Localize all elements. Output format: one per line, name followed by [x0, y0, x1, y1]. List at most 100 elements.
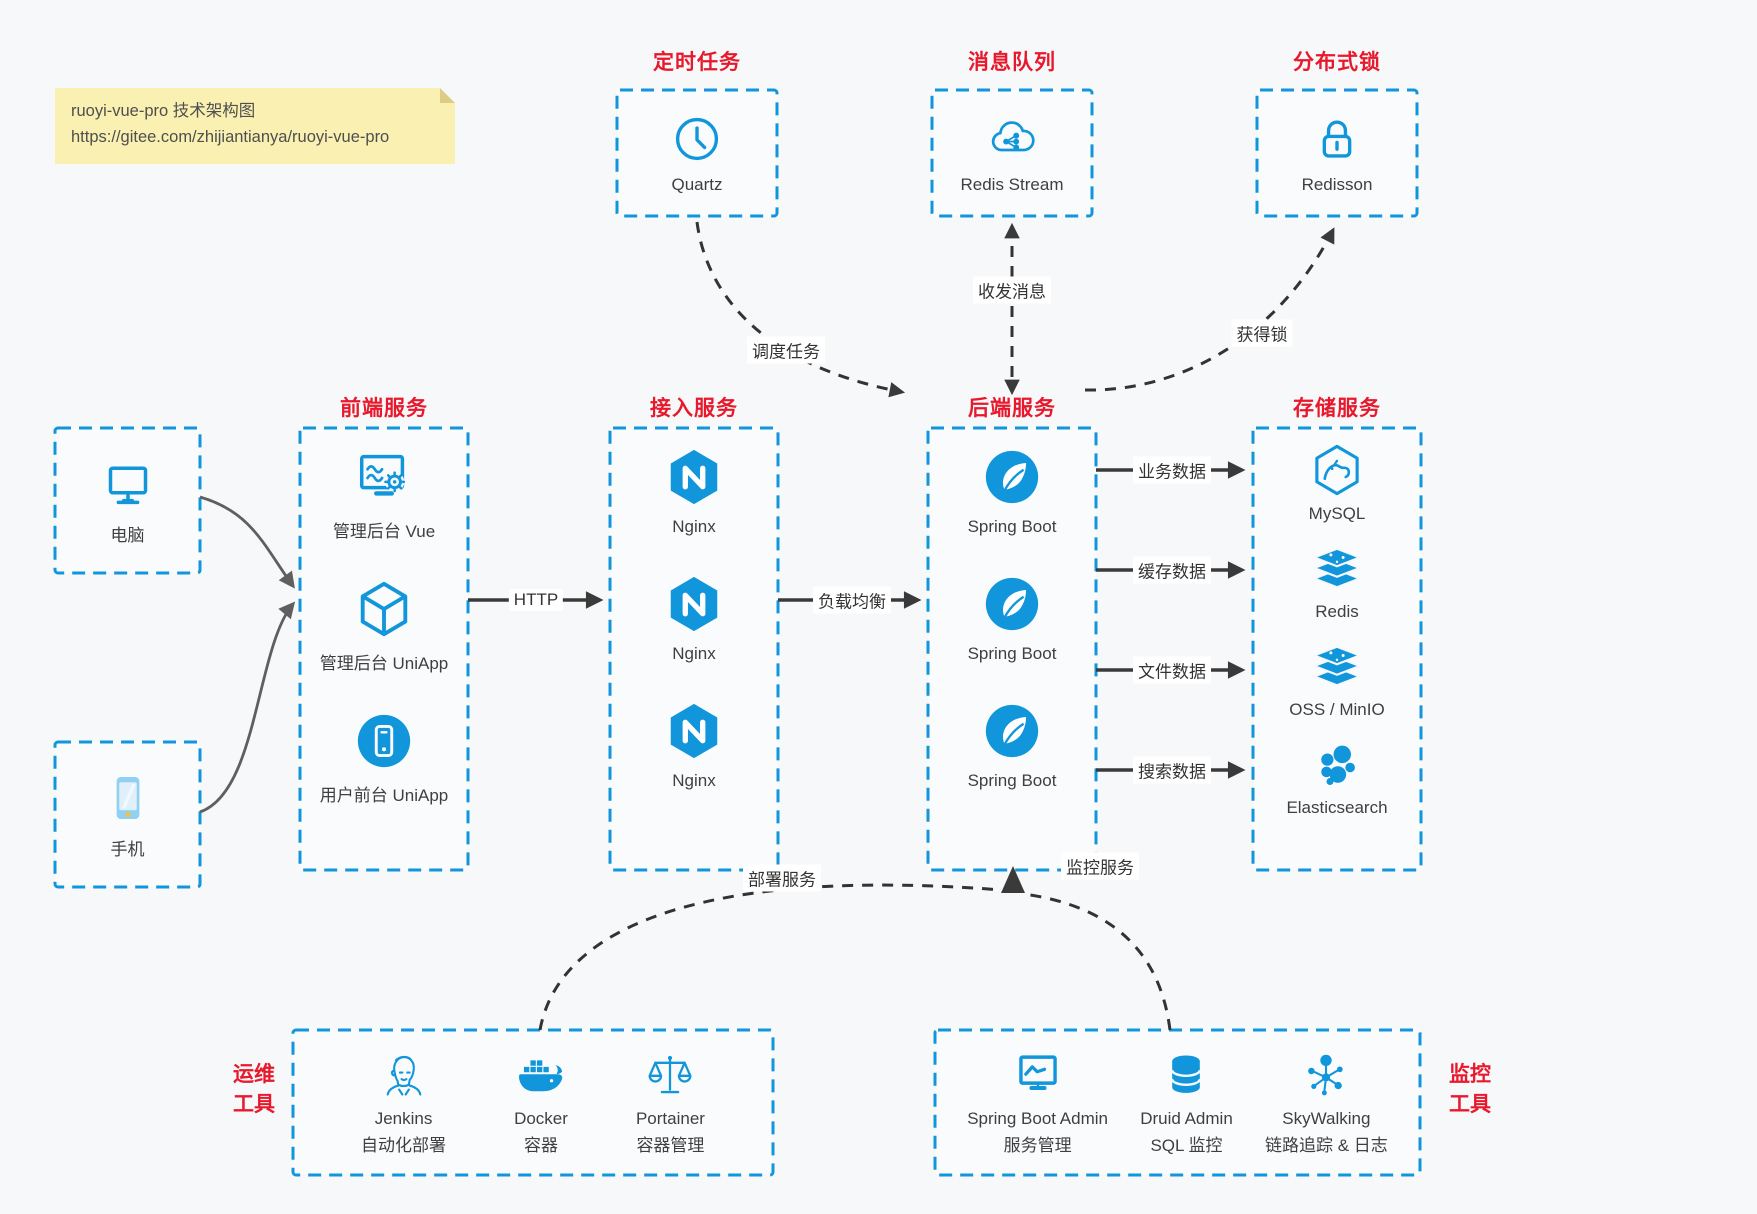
node-redis-stream: Redis Stream	[961, 112, 1063, 195]
node-redis: Redis	[1309, 540, 1365, 622]
user-app-icon	[353, 710, 415, 772]
tool-name: Portainer	[635, 1109, 705, 1128]
node-mysql: MySQL	[1308, 442, 1366, 524]
docker-icon	[515, 1049, 567, 1101]
backend-services-panel: Spring Boot Spring Boot Spring Boot	[928, 428, 1096, 870]
arrow-acquire-lock	[1084, 227, 1335, 392]
node-label: Redis	[1315, 602, 1359, 621]
redis-icon	[1309, 540, 1365, 596]
edge-label-deploy-service: 部署服务	[743, 864, 821, 892]
edge-label-cache-data: 缓存数据	[1133, 556, 1211, 584]
spring-boot-icon	[981, 446, 1043, 508]
node-spring-boot-1: Spring Boot	[968, 446, 1056, 537]
pc-client-panel: 电脑	[55, 428, 200, 573]
edge-label-file-data: 文件数据	[1133, 656, 1211, 684]
redisson-panel: Redisson	[1257, 90, 1417, 216]
edge-label-monitor-service: 监控服务	[1061, 852, 1139, 880]
clock-icon	[670, 112, 724, 166]
node-druid-admin: Druid Admin SQL 监控	[1140, 1049, 1233, 1156]
box-frontend	[298, 426, 470, 872]
node-label: 管理后台 UniApp	[319, 654, 449, 673]
arrow-pc-to-frontend	[199, 495, 295, 589]
elasticsearch-icon	[1309, 736, 1365, 792]
box-quartz	[615, 88, 779, 218]
tool-desc: 容器管理	[636, 1136, 705, 1155]
section-title-frontend: 前端服务	[340, 397, 428, 420]
node-label: Quartz	[671, 174, 723, 194]
node-label: OSS / MinIO	[1289, 700, 1385, 719]
nginx-icon	[663, 573, 725, 635]
mobile-client-panel: 手机	[55, 742, 200, 887]
tool-name: SkyWalking	[1282, 1109, 1371, 1128]
frontend-services-panel: 管理后台 Vue 管理后台 UniApp 用户前台 UniApp	[300, 428, 468, 870]
node-label: Nginx	[672, 517, 716, 536]
node-nginx-2: Nginx	[663, 573, 725, 664]
node-docker: Docker 容器	[514, 1049, 568, 1156]
uniapp-box-icon	[353, 578, 415, 640]
node-label: Elasticsearch	[1286, 798, 1388, 817]
box-redis-stream	[930, 88, 1094, 218]
arrowhead-into-backend	[1001, 866, 1025, 893]
node-quartz: Quartz	[670, 112, 724, 195]
node-pc: 电脑	[100, 456, 156, 546]
node-label: Spring Boot	[967, 771, 1057, 790]
note-title: ruoyi-vue-pro 技术架构图	[71, 102, 256, 120]
node-nginx-1: Nginx	[663, 446, 725, 537]
desktop-icon	[100, 456, 156, 512]
box-redisson	[1255, 88, 1419, 218]
quartz-panel: Quartz	[617, 90, 777, 216]
section-title-backend: 后端服务	[968, 397, 1056, 420]
edge-label-acquire-lock: 获得锁	[1231, 319, 1293, 347]
node-nginx-3: Nginx	[663, 700, 725, 791]
section-title-ops-tools: 运维 工具	[222, 1060, 286, 1121]
note-url: https://gitee.com/zhijiantianya/ruoyi-vu…	[71, 128, 390, 147]
edge-label-schedule-task: 调度任务	[747, 336, 825, 364]
mobile-icon	[100, 770, 156, 826]
node-portainer: Portainer 容器管理	[636, 1049, 705, 1156]
node-admin-uniapp: 管理后台 UniApp	[320, 578, 448, 674]
box-access	[608, 426, 780, 872]
box-backend	[926, 426, 1098, 872]
title-note: ruoyi-vue-pro 技术架构图 https://gitee.com/zh…	[55, 88, 455, 164]
admin-vue-icon	[353, 446, 415, 508]
spring-boot-admin-icon	[1012, 1049, 1064, 1101]
node-phone: 手机	[100, 770, 156, 860]
edge-label-business-data: 业务数据	[1133, 456, 1211, 484]
section-title-storage: 存储服务	[1293, 397, 1381, 420]
redis-stream-panel: Redis Stream	[932, 90, 1092, 216]
ops-tools-panel: Jenkins 自动化部署 Docker 容器 Portainer 容器管理	[293, 1030, 773, 1175]
edge-label-load-balance: 负载均衡	[813, 586, 891, 614]
section-title-monitor-tools: 监控 工具	[1438, 1060, 1502, 1121]
section-title-message-queue: 消息队列	[968, 51, 1056, 74]
nginx-icon	[663, 700, 725, 762]
tool-name: Spring Boot Admin	[967, 1109, 1108, 1128]
jenkins-icon	[378, 1049, 430, 1101]
section-title-distributed-lock: 分布式锁	[1293, 51, 1381, 74]
node-redisson: Redisson	[1302, 112, 1372, 195]
tool-desc: 容器	[523, 1136, 558, 1155]
node-spring-boot-2: Spring Boot	[967, 573, 1057, 664]
node-label: Spring Boot	[967, 644, 1057, 663]
access-services-panel: Nginx Nginx Nginx	[610, 428, 778, 870]
node-oss-minio: OSS / MinIO	[1289, 638, 1385, 720]
node-admin-vue: 管理后台 Vue	[333, 446, 435, 542]
mysql-icon	[1309, 442, 1365, 498]
node-label: MySQL	[1308, 504, 1366, 523]
lock-icon	[1310, 112, 1364, 166]
monitor-title-line2: 工具	[1449, 1093, 1491, 1117]
node-label: 管理后台 Vue	[332, 522, 436, 541]
node-label: 电脑	[110, 525, 145, 545]
ops-title-line1: 运维	[233, 1063, 275, 1086]
mq-cloud-icon	[985, 112, 1039, 166]
tool-desc: 链路追踪 & 日志	[1264, 1136, 1388, 1155]
monitor-tools-panel: Spring Boot Admin 服务管理 Druid Admin SQL 监…	[935, 1030, 1420, 1175]
arrow-phone-to-frontend	[199, 601, 296, 814]
storage-stack-icon	[1309, 638, 1365, 694]
spring-boot-icon	[981, 573, 1043, 635]
tool-desc: 自动化部署	[361, 1136, 447, 1155]
node-spring-boot-admin: Spring Boot Admin 服务管理	[967, 1049, 1108, 1156]
node-label: 用户前台 UniApp	[319, 786, 449, 805]
edge-label-search-data: 搜索数据	[1133, 756, 1211, 784]
